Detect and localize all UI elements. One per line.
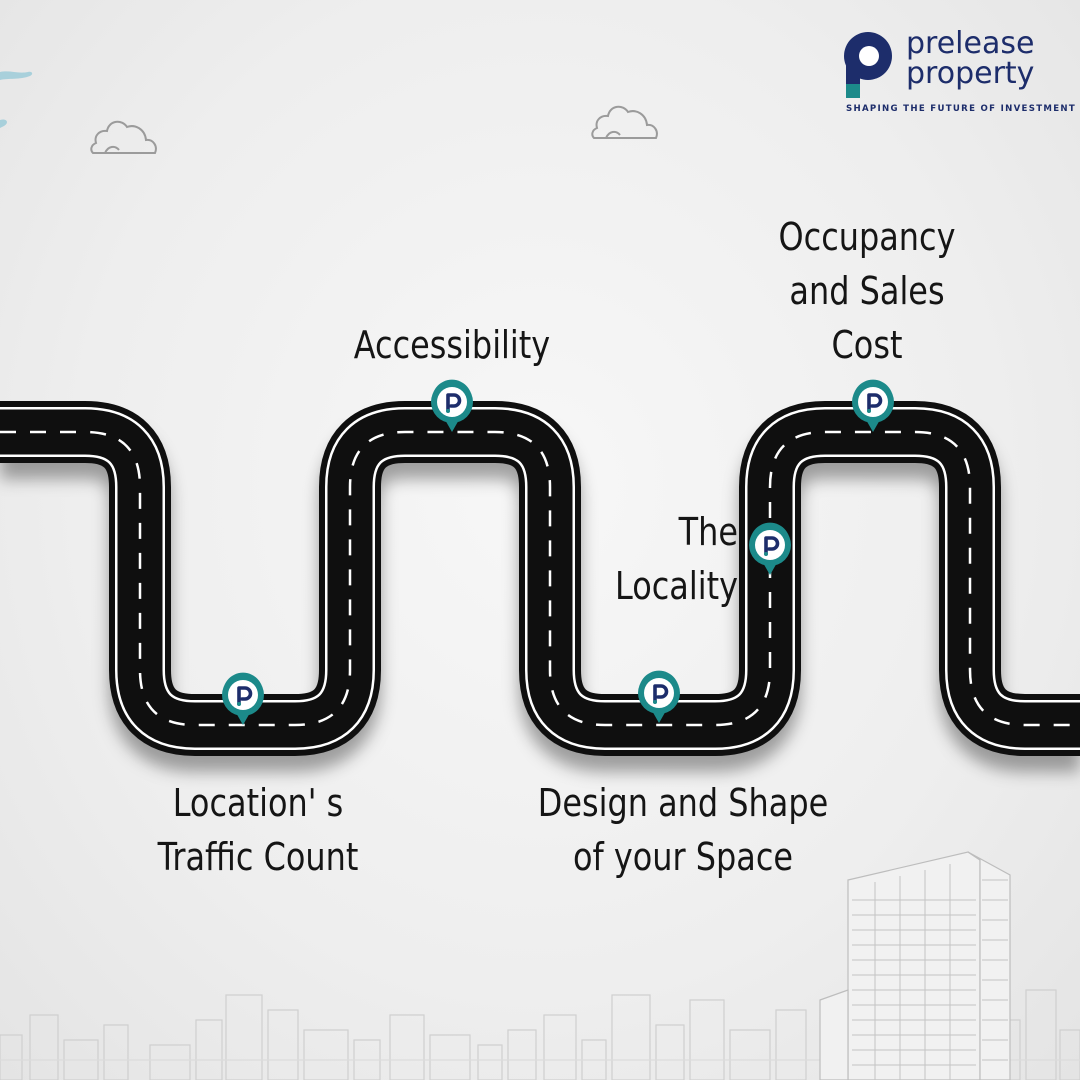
milestone-line: of your Space [572,835,794,879]
cloud-icon [90,120,157,154]
map-pin-icon [431,379,473,432]
cloud-icon [591,105,658,139]
milestone-label-traffic: Location' s Traffic Count [149,776,367,884]
map-pin-icon [852,379,894,432]
milestone-line: Location' s [172,781,344,825]
milestone-label-accessibility: Accessibility [343,318,561,372]
milestone-line: Accessibility [353,323,551,367]
brand-tagline: SHAPING THE FUTURE OF INVESTMENT [846,104,1077,114]
milestone-line: Occupancy [778,215,956,259]
logo-mark-icon [844,32,892,98]
milestone-line: Traffic Count [157,835,359,879]
brand-name-line2: property [906,56,1035,91]
brand-logo: prelease property SHAPING THE FUTURE OF … [842,26,1075,120]
milestone-line: The [678,510,738,554]
map-pin-icon [749,522,791,575]
milestone-label-design: Design and Shape of your Space [532,776,834,884]
milestone-label-locality: The Locality [604,505,738,613]
splash-decoration [0,71,33,128]
road-center-dashes [0,430,1080,727]
brand-name-line1: prelease [906,26,1035,61]
map-pin-icon [222,672,264,725]
milestone-line: Cost [831,323,903,367]
milestone-line: Locality [614,564,738,608]
milestone-line: and Sales [789,269,945,313]
apartment-tower [819,851,1011,1080]
milestone-line: Design and Shape [537,781,829,825]
map-pin-icon [638,670,680,723]
milestone-label-occupancy: Occupancy and Sales Cost [766,210,968,372]
